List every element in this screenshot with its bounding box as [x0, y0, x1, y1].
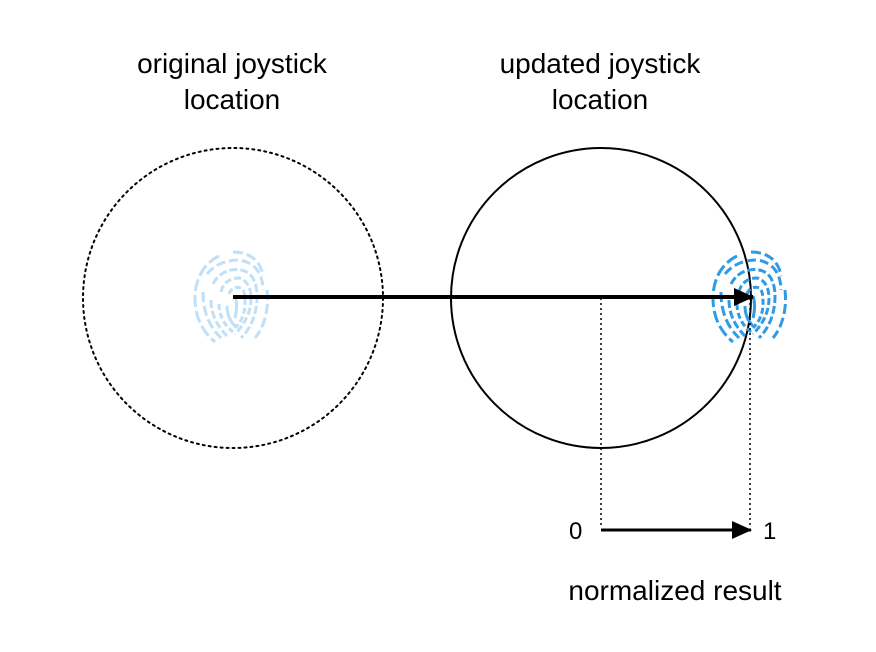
scale-start-label: 0 [569, 518, 583, 545]
caption-line: location [183, 84, 281, 115]
updated-location-caption: updated joystick location [440, 46, 760, 118]
original-location-caption: original joystick location [72, 46, 392, 118]
normalized-result-label: normalized result [568, 575, 782, 606]
caption-line: updated joystick [499, 48, 701, 79]
caption-line: original joystick [137, 48, 327, 79]
caption-line: location [551, 84, 649, 115]
scale-end-label: 1 [763, 518, 777, 545]
